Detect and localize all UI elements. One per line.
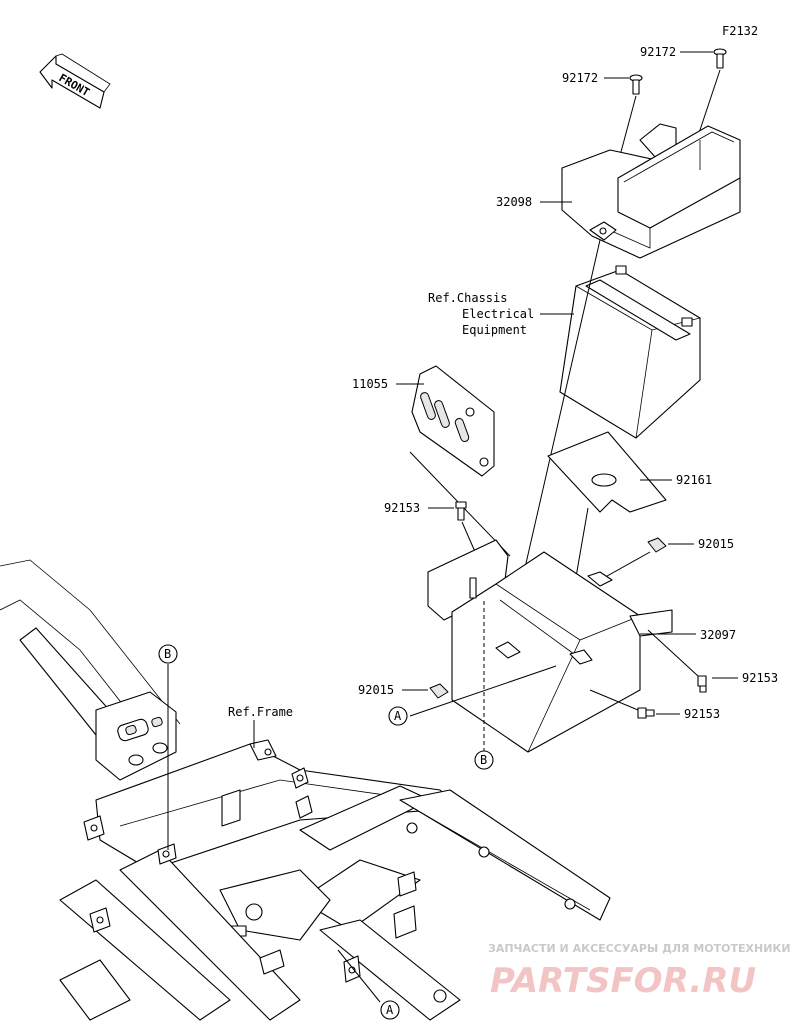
bolt-92153-bottom[interactable] xyxy=(637,707,655,719)
battery-cover-32098[interactable] xyxy=(561,123,741,259)
label-ref-frame: Ref.Frame xyxy=(228,705,293,719)
callout-b-right-label: B xyxy=(480,753,487,767)
nut-92015-left[interactable] xyxy=(429,683,449,699)
label-92015-right: 92015 xyxy=(698,537,734,551)
label-32097: 32097 xyxy=(700,628,736,642)
label-92172-left: 92172 xyxy=(562,71,598,85)
pad-92161[interactable] xyxy=(547,431,667,513)
label-92153-bottom: 92153 xyxy=(684,707,720,721)
nut-92015-right[interactable] xyxy=(647,537,667,553)
label-92161: 92161 xyxy=(676,473,712,487)
bracket-11055[interactable] xyxy=(411,365,495,477)
motorcycle-frame-reference xyxy=(0,559,611,1021)
callout-b-right xyxy=(474,750,494,770)
diagram-code: F2132 xyxy=(722,24,758,38)
callout-b-left xyxy=(158,644,178,664)
callout-a-upper xyxy=(388,706,408,726)
label-92015-left: 92015 xyxy=(358,683,394,697)
bolt-92172-right[interactable] xyxy=(713,48,727,69)
callout-a-lower xyxy=(380,1000,400,1020)
label-92153-right: 92153 xyxy=(742,671,778,685)
label-92153-upper: 92153 xyxy=(384,501,420,515)
battery-reference[interactable] xyxy=(559,265,701,439)
watermark-tagline: ЗАПЧАСТИ И АКСЕССУАРЫ ДЛЯ МОТОТЕХНИКИ xyxy=(488,942,791,955)
label-32098: 32098 xyxy=(496,195,532,209)
callout-a-lower-label: A xyxy=(386,1003,394,1017)
battery-ref-line1: Ref.Chassis xyxy=(428,291,507,305)
battery-case-32097[interactable] xyxy=(427,539,673,753)
watermark-logo: PARTSFOR.RU xyxy=(490,961,756,1001)
label-11055: 11055 xyxy=(352,377,388,391)
battery-ref-line2: Electrical xyxy=(462,307,534,321)
label-92172-right: 92172 xyxy=(640,45,676,59)
battery-ref-line3: Equipment xyxy=(462,323,527,337)
callout-b-left-label: B xyxy=(164,647,171,661)
bolt-92153-upper[interactable] xyxy=(455,501,467,521)
front-arrow-icon: FRONT xyxy=(39,53,111,109)
bolt-92172-left[interactable] xyxy=(629,74,643,95)
bolt-92153-right[interactable] xyxy=(697,675,707,693)
callout-a-upper-label: A xyxy=(394,709,402,723)
